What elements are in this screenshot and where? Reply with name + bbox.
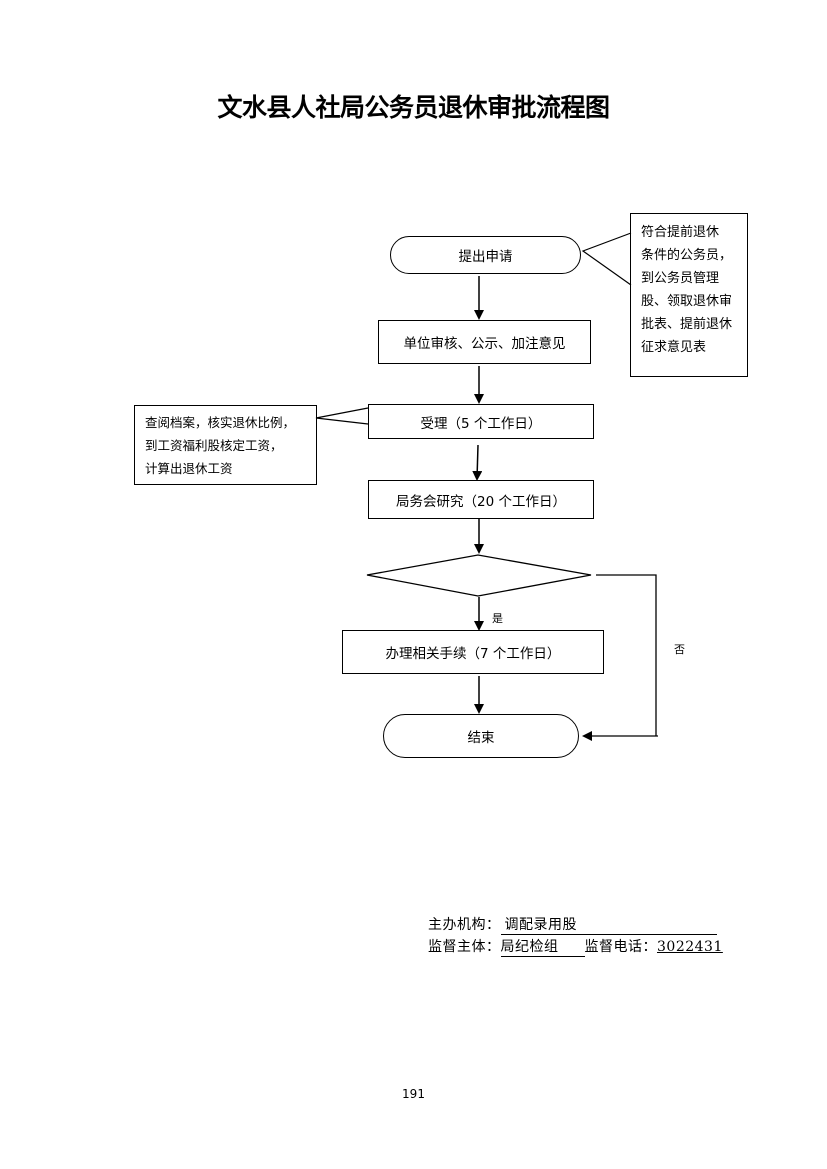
note-early-retirement: 符合提前退休 条件的公务员， 到公务员管理 股、领取退休审 批表、提前退休 征求… [630, 213, 748, 377]
node-submit-application: 提出申请 [390, 236, 581, 274]
node-unit-review-label: 单位审核、公示、加注意见 [403, 336, 566, 352]
node-submit-label: 提出申请 [458, 249, 513, 265]
note-early-line: 征求意见表 [641, 340, 707, 355]
edge-label-yes: 是 [492, 612, 503, 625]
supervisor-label: 监督主体： [428, 939, 501, 955]
node-unit-review: 单位审核、公示、加注意见 [378, 320, 591, 364]
organizer-value: 调配录用股 [500, 914, 717, 935]
footer-organizer-row: 主办机构：调配录用股 [428, 914, 717, 935]
note-early-line: 批表、提前退休 [641, 317, 733, 332]
node-process-label: 办理相关手续（7 个工作日） [385, 646, 561, 662]
node-accept: 受理（5 个工作日） [368, 404, 594, 439]
node-bureau-study: 局务会研究（20 个工作日） [368, 480, 594, 519]
callout-pointer-archive [315, 407, 369, 425]
decision-diamond [366, 554, 592, 597]
callout-pointer-early-retire [581, 232, 632, 286]
note-archive-line: 查阅档案，核实退休比例， [145, 415, 296, 430]
note-early-line: 股、领取退休审 [641, 294, 733, 309]
supervisor-value: 局纪检组 [500, 936, 585, 957]
arrow-accept-to-study [472, 444, 483, 481]
phone-value: 3022431 [657, 939, 723, 955]
no-branch-line [596, 574, 657, 736]
page-number: 191 [402, 1087, 425, 1101]
node-end-label: 结束 [467, 730, 495, 746]
note-archive-line: 计算出退休工资 [145, 461, 233, 476]
footer-supervisor-row: 监督主体：局纪检组监督电话：3022431 [428, 936, 723, 957]
note-early-line: 条件的公务员， [641, 248, 733, 263]
node-end: 结束 [383, 714, 579, 758]
node-process-procedures: 办理相关手续（7 个工作日） [342, 630, 604, 674]
note-archive-check: 查阅档案，核实退休比例， 到工资福利股核定工资， 计算出退休工资 [134, 405, 317, 485]
page-title: 文水县人社局公务员退休审批流程图 [217, 93, 610, 122]
note-early-line: 到公务员管理 [641, 271, 720, 286]
node-accept-label: 受理（5 个工作日） [420, 415, 542, 432]
phone-label: 监督电话： [584, 939, 657, 955]
note-archive-line: 到工资福利股核定工资， [145, 438, 283, 453]
edge-label-no: 否 [674, 643, 685, 656]
node-bureau-study-label: 局务会研究（20 个工作日） [396, 493, 566, 510]
note-early-line: 符合提前退休 [641, 225, 720, 240]
organizer-label: 主办机构： [428, 917, 501, 933]
